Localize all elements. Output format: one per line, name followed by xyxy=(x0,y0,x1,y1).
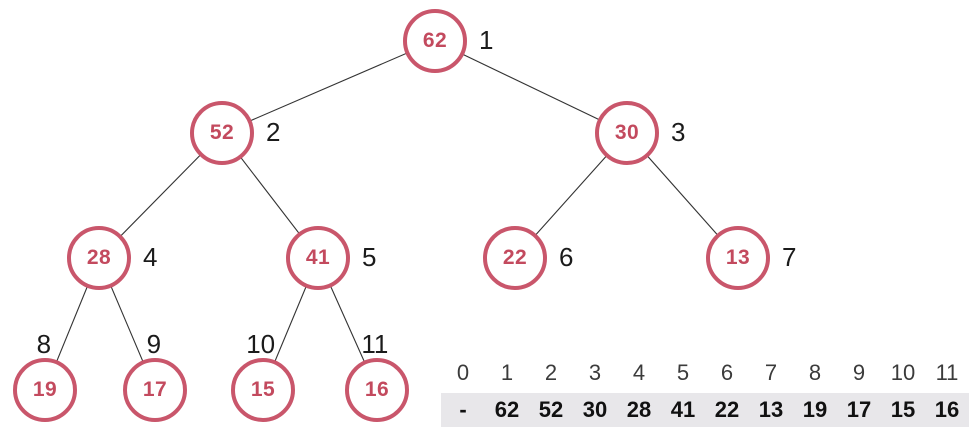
tree-node-11: 16 11 xyxy=(345,329,409,422)
node-value: 30 xyxy=(614,121,640,144)
node-index-label: 2 xyxy=(266,116,281,147)
node-value: 16 xyxy=(364,378,390,401)
node-value: 52 xyxy=(209,121,235,144)
node-index-label: 8 xyxy=(36,329,52,359)
tree-node-4: 28 4 xyxy=(67,226,157,290)
tree-node-3: 30 3 xyxy=(595,101,685,165)
array-value: 30 xyxy=(582,397,608,422)
array-index-row: 0 1 2 3 4 5 6 7 8 9 10 11 xyxy=(441,356,969,390)
array-index: 0 xyxy=(456,360,470,385)
node-index-label: 11 xyxy=(361,329,389,359)
array-value: 52 xyxy=(538,397,564,422)
array-index: 1 xyxy=(500,360,514,385)
tree-node-1: 62 1 xyxy=(403,9,493,73)
node-value: 17 xyxy=(142,378,168,401)
node-index-label: 10 xyxy=(246,329,276,359)
heap-array: 0 1 2 3 4 5 6 7 8 9 10 11 - 62 52 30 28 … xyxy=(441,356,969,427)
array-index: 11 xyxy=(935,360,959,385)
array-index: 9 xyxy=(852,360,866,385)
array-value: 15 xyxy=(890,397,916,422)
array-value: 19 xyxy=(802,397,828,422)
tree-node-10: 15 10 xyxy=(231,329,295,422)
tree-edge xyxy=(221,40,436,134)
node-index-label: 7 xyxy=(782,241,797,272)
array-value: 16 xyxy=(934,397,960,422)
node-value: 19 xyxy=(32,378,58,401)
node-value: 41 xyxy=(305,246,331,269)
array-value: 41 xyxy=(670,397,696,422)
array-value: 28 xyxy=(626,397,652,422)
tree-node-5: 41 5 xyxy=(286,226,376,290)
array-index: 10 xyxy=(890,360,916,385)
array-value: 22 xyxy=(714,397,740,422)
array-index: 6 xyxy=(720,360,734,385)
node-index-label: 6 xyxy=(559,241,574,272)
node-value: 15 xyxy=(250,378,276,401)
node-index-label: 9 xyxy=(146,329,162,359)
tree-node-2: 52 2 xyxy=(190,101,280,165)
tree-node-8: 19 8 xyxy=(13,329,77,422)
node-index-label: 5 xyxy=(362,241,377,272)
array-value: 62 xyxy=(494,397,520,422)
array-value-row: - 62 52 30 28 41 22 13 19 17 15 16 xyxy=(441,393,969,427)
array-index: 5 xyxy=(676,360,690,385)
array-index: 7 xyxy=(764,360,778,385)
node-index-label: 4 xyxy=(143,241,158,272)
array-index: 3 xyxy=(588,360,602,385)
tree-edge xyxy=(434,40,628,134)
array-index: 2 xyxy=(544,360,558,385)
node-index-label: 3 xyxy=(671,116,686,147)
node-value: 28 xyxy=(86,246,112,269)
node-value: 13 xyxy=(725,246,751,269)
array-value: - xyxy=(459,397,467,422)
array-index: 8 xyxy=(808,360,822,385)
node-value: 22 xyxy=(502,246,528,269)
tree-node-6: 22 6 xyxy=(483,226,573,290)
array-index: 4 xyxy=(632,360,646,385)
tree-node-9: 17 9 xyxy=(123,329,187,422)
array-value: 13 xyxy=(758,397,784,422)
tree-node-7: 13 7 xyxy=(706,226,796,290)
node-index-label: 1 xyxy=(479,24,494,55)
array-value: 17 xyxy=(846,397,872,422)
node-value: 62 xyxy=(422,29,448,52)
